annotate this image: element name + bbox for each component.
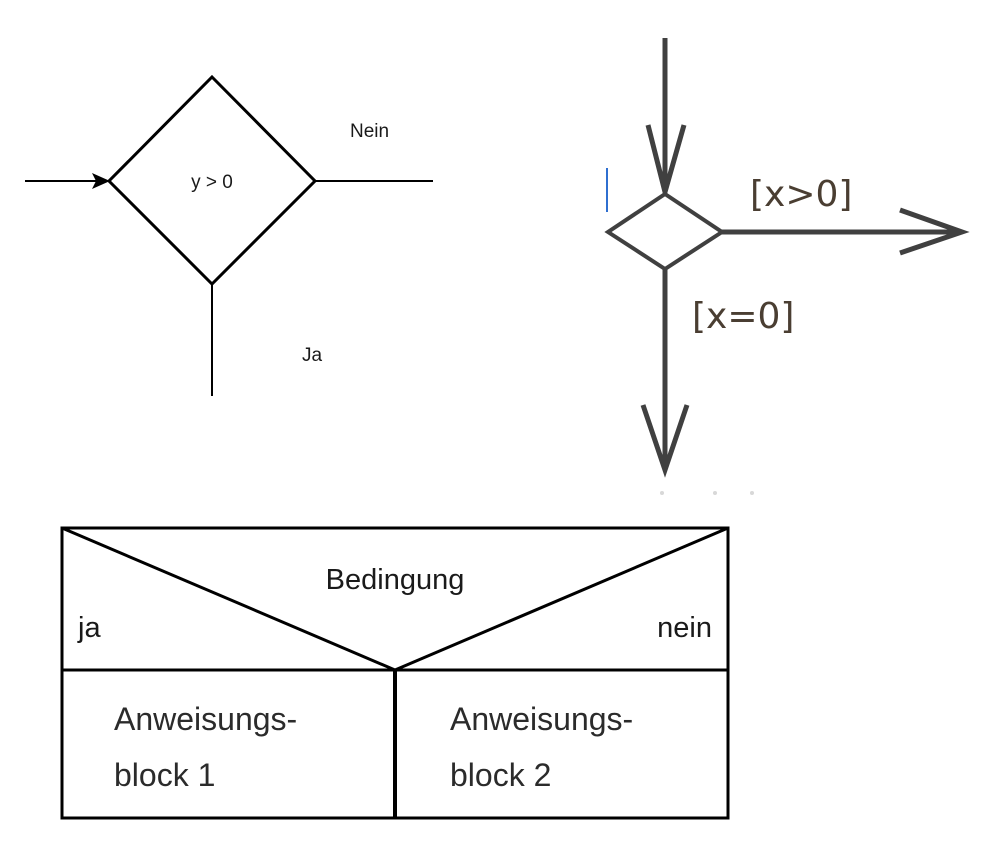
faint-dots — [660, 491, 754, 495]
no-branch-label: Nein — [350, 121, 389, 142]
flowchart-decision: y > 0 Nein Ja — [25, 74, 433, 396]
yes-label: ja — [77, 612, 101, 644]
decision-node — [604, 191, 726, 272]
right-arrow-head — [899, 207, 970, 256]
down-arrow-head — [640, 404, 690, 478]
guard-right-label: [x>0] — [750, 174, 852, 215]
yes-branch-label: Ja — [302, 345, 323, 366]
block-1-line-1: Anweisungs- — [114, 701, 297, 737]
decision-condition: y > 0 — [191, 172, 233, 193]
condition-diagonal-right — [394, 526, 729, 672]
uml-decision: [x>0] [x=0] — [604, 38, 970, 495]
no-label: nein — [657, 612, 712, 644]
block-2-line-1: Anweisungs- — [450, 701, 633, 737]
condition-label: Bedingung — [326, 564, 465, 596]
condition-diagonal-left — [61, 526, 396, 672]
guard-down-label: [x=0] — [692, 296, 794, 337]
nassi-shneiderman-diagram: Bedingung ja nein Anweisungs- block 1 An… — [60, 526, 730, 820]
block-2-line-2: block 2 — [450, 757, 551, 793]
incoming-arrow-head — [92, 173, 110, 189]
block-1-line-2: block 1 — [114, 757, 215, 793]
